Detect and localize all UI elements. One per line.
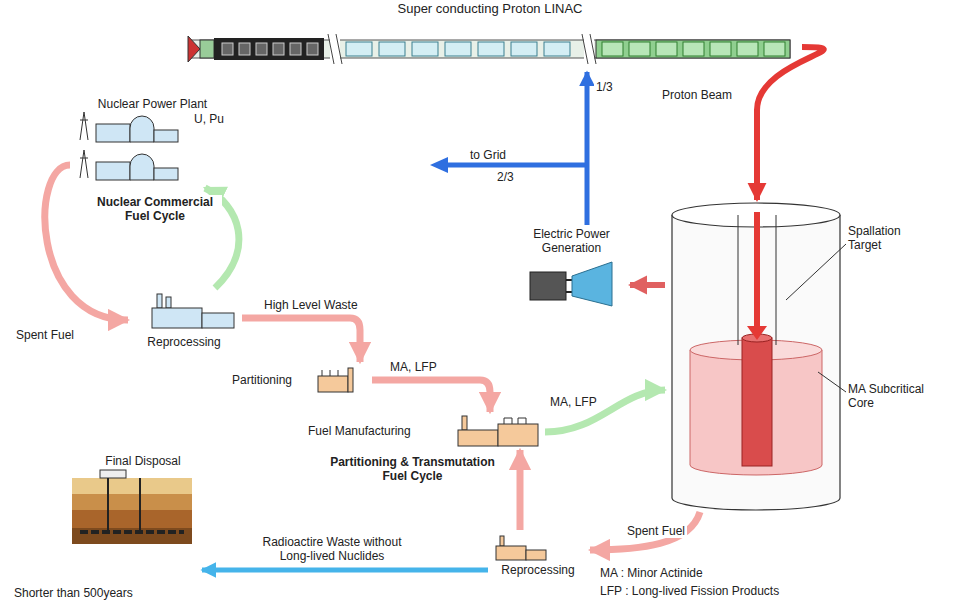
process-node: Partitioning: [228, 362, 372, 398]
node-label: Shorter than 500years: [14, 586, 200, 600]
linac-drawing: [188, 34, 790, 64]
note-label: Partitioning & Transmutation Fuel Cycle: [318, 455, 507, 483]
flow-arrow: [242, 318, 360, 362]
fuel-manufacturing-icon: [458, 416, 538, 446]
note-label: MA : Minor Actinide: [598, 566, 705, 580]
node-label: Partitioning: [232, 373, 322, 387]
flow-label: MA, LFP: [388, 360, 439, 374]
partitioning-icon: [318, 368, 353, 392]
note-label: LFP : Long-lived Fission Products: [598, 584, 781, 598]
flow-label: MA, LFP: [548, 395, 599, 409]
flow-arrow: [45, 165, 128, 320]
reprocessing-icon: [496, 536, 546, 560]
flow-arrow: [517, 450, 524, 530]
generator-icon: [530, 262, 612, 306]
node-label: Electric Power Generation: [515, 227, 628, 255]
note-label: to Grid: [468, 148, 508, 162]
flow-label: Spent Fuel: [14, 328, 76, 342]
flow-arrow: [372, 380, 490, 412]
node-label: Spallation Target: [848, 224, 918, 252]
note-label: U, Pu: [192, 112, 226, 126]
process-node: Fuel Manufacturing: [305, 412, 545, 450]
node-label: Reprocessing: [488, 563, 588, 577]
process-node: Super conducting Proton LINAC: [180, 2, 802, 72]
process-node: Final DisposalShorter than 500years: [12, 452, 202, 604]
note-label: Nuclear Commercial Fuel Cycle: [88, 195, 222, 223]
flow-arrow: [757, 47, 824, 200]
flow-arrow: [545, 390, 665, 432]
note-label: 2/3: [495, 170, 516, 184]
process-node: Nuclear Power Plant: [70, 95, 237, 188]
reprocessing-icon: [152, 294, 234, 328]
process-node: Reprocessing: [488, 530, 590, 580]
flow-label: High Level Waste: [262, 298, 360, 312]
flow-label: Spent Fuel: [625, 524, 687, 538]
linac-modules: [222, 42, 785, 56]
node-label: Super conducting Proton LINAC: [180, 2, 800, 16]
process-node: Reprocessing: [128, 288, 242, 352]
flow-arrow: [590, 512, 700, 550]
node-label: Reprocessing: [128, 335, 240, 349]
node-label: Final Disposal: [88, 454, 198, 468]
flow-label: Proton Beam: [660, 88, 734, 102]
flow-label: Radioactire Waste without Long-lived Nuc…: [250, 535, 414, 563]
node-label: Nuclear Power Plant: [70, 97, 235, 111]
process-node: Spallation Target MA Subcritical Core: [665, 200, 948, 512]
process-node: Electric Power Generation: [515, 225, 630, 310]
disposal-site: [72, 470, 192, 544]
flow-arrow: [585, 72, 590, 225]
subcritical-core: [672, 203, 846, 510]
flow-label: 1/3: [594, 80, 615, 94]
flow-arrow: [630, 282, 665, 288]
power-plant-icon: [80, 112, 178, 180]
node-label: MA Subcritical Core: [848, 382, 946, 410]
flow-arrow: [202, 568, 488, 573]
node-label: Fuel Manufacturing: [308, 424, 448, 438]
